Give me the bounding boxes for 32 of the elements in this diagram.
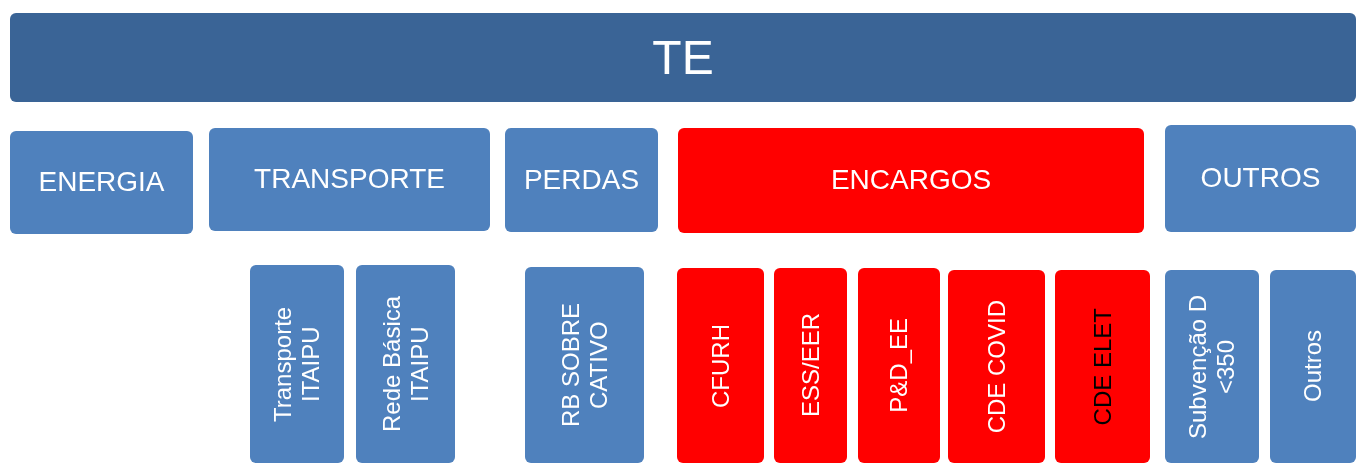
subcategory-box (1270, 270, 1356, 463)
subcategory-box (948, 270, 1045, 463)
category-label: RB SOBRE CATIVO (556, 302, 613, 429)
category-label: OUTROS (1200, 162, 1321, 195)
category-label: TE (652, 29, 714, 86)
header-bar (10, 13, 1356, 102)
category-label: Rede Básica ITAIPU (377, 294, 434, 435)
category-label: P&D_EE (885, 318, 913, 413)
category-label: PERDAS (523, 163, 640, 197)
category-label: Transporte ITAIPU (269, 305, 325, 424)
category-label: TRANSPORTE (254, 163, 445, 196)
subcategory-box (250, 265, 344, 463)
category-label: CDE ELET (1088, 307, 1117, 426)
category-box (678, 128, 1144, 233)
category-label: Outros (1299, 330, 1327, 403)
subcategory-box (525, 267, 644, 463)
category-label: Subvenção D <350 (1184, 293, 1240, 441)
category-label: ESS/EER (796, 313, 825, 418)
category-label: ENCARGOS (830, 164, 992, 197)
category-label: ENERGIA (38, 166, 165, 199)
subcategory-box (356, 265, 455, 463)
subcategory-box (1165, 270, 1259, 463)
category-box (505, 128, 658, 232)
subcategory-box (774, 268, 847, 463)
category-box (1165, 125, 1356, 232)
category-label: CFURH (706, 323, 735, 408)
subcategory-box (858, 268, 940, 463)
category-label: CDE COVID (982, 299, 1011, 434)
subcategory-box (1055, 270, 1150, 463)
category-box (10, 131, 193, 234)
category-box (209, 128, 490, 231)
subcategory-box (677, 268, 764, 463)
